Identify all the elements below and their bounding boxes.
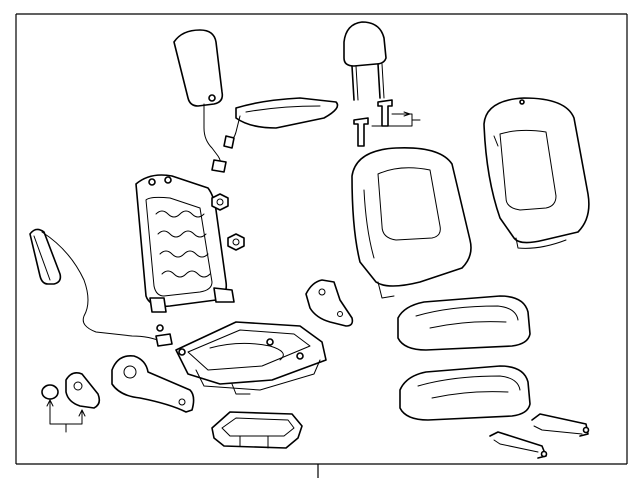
seat-back-cover-icon: [352, 148, 471, 298]
nut-icon: [212, 194, 244, 250]
seat-cushion-pad-icon: [400, 366, 530, 420]
clip-icon: [542, 428, 589, 457]
headrest-left-icon: [344, 22, 386, 100]
pad-icon: [174, 30, 226, 172]
trim-panel-icon: [224, 98, 338, 148]
seat-track-frame-icon: [176, 322, 326, 394]
cap-icon: [42, 373, 99, 432]
wire-rod-icon: [490, 414, 588, 458]
seat-cushion-cover-icon: [398, 296, 530, 350]
wire-harness-icon: [156, 325, 172, 346]
recliner-cover-icon: [112, 356, 194, 412]
storage-tray-icon: [212, 412, 302, 448]
diagram-frame: [16, 14, 627, 478]
bracket-icon: [306, 280, 352, 326]
seat-back-frame-icon: [136, 175, 234, 312]
seat-back-pad-icon: [484, 98, 589, 248]
headrest-guide-icon: [354, 100, 420, 146]
side-airbag-icon: [30, 229, 162, 342]
